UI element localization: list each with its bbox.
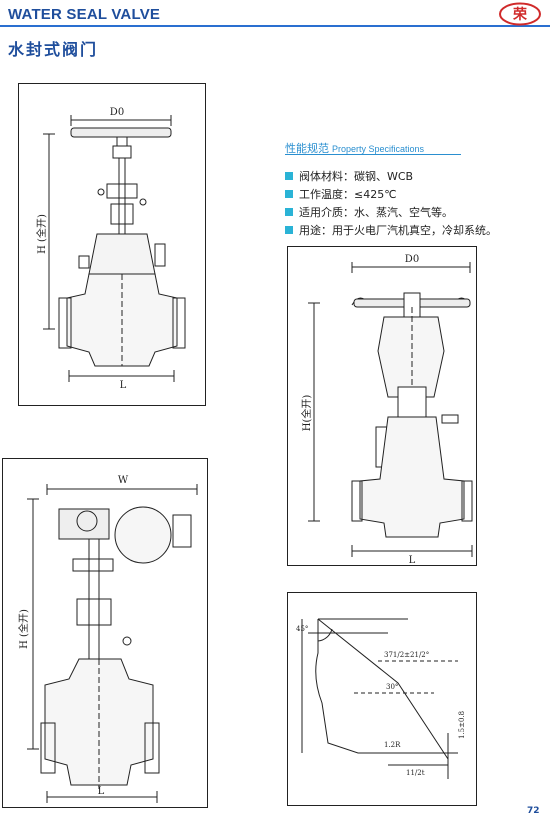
dim-d0-label: D0 [110,107,124,118]
page-number: 72 [527,806,540,816]
weld-end-detail-drawing: 45° 30° 371/2±21/2° 1.2R 1.5±0.8 11/2t [287,592,477,806]
spec-heading-cn: 性能规范 [285,142,329,155]
dim-radius: 1.2R [384,741,401,749]
globe-valve-drawing: D0 H(全开) L [287,246,477,566]
bullet-icon [285,208,293,216]
dim-l-label: L [98,786,105,797]
bullet-icon [285,190,293,198]
dim-angle-45: 45° [296,625,308,633]
manual-gate-valve-svg: D0 H (全开) L [35,107,186,391]
spec-item: 适用介质：水、蒸汽、空气等。 [285,204,497,222]
dim-bevel: 371/2±21/2° [384,651,429,659]
bullet-icon [285,172,293,180]
dim-h-label: H (全开) [17,609,30,649]
dim-l-label: L [409,555,416,566]
spec-item: 用途：用于火电厂汽机真空，冷却系统。 [285,222,497,240]
header-rule [0,25,550,27]
geared-gate-valve-svg: W H (全开) L [17,475,198,803]
dim-d0-label: D0 [405,254,419,265]
spec-item: 工作温度：≤425℃ [285,186,497,204]
company-logo: 荣 [499,2,541,26]
spec-item: 阀体材料：碳钢、WCB [285,168,497,186]
page-subtitle: 水封式阀门 [8,40,99,59]
dim-h-label: H(全开) [300,395,313,432]
logo-glyph: 荣 [512,6,528,23]
dim-l-label: L [120,380,127,391]
dim-thickness: 11/2t [406,769,425,777]
bullet-icon [285,226,293,234]
weld-end-detail-svg: 45° 30° 371/2±21/2° 1.2R 1.5±0.8 11/2t [296,618,466,779]
dim-land: 1.5±0.8 [458,711,466,739]
spec-underline [285,154,461,155]
manual-gate-valve-drawing: D0 H (全开) L [18,83,206,406]
dim-h-label: H (全开) [35,214,48,254]
dim-w-label: W [118,475,129,486]
globe-valve-svg: D0 H(全开) L [300,254,473,566]
spec-heading-en: Property Specifications [332,144,425,154]
page-title: WATER SEAL VALVE [8,6,161,23]
geared-gate-valve-drawing: W H (全开) L [2,458,208,808]
dim-angle-30: 30° [386,683,398,691]
spec-list: 阀体材料：碳钢、WCB 工作温度：≤425℃ 适用介质：水、蒸汽、空气等。 用途… [285,168,497,240]
